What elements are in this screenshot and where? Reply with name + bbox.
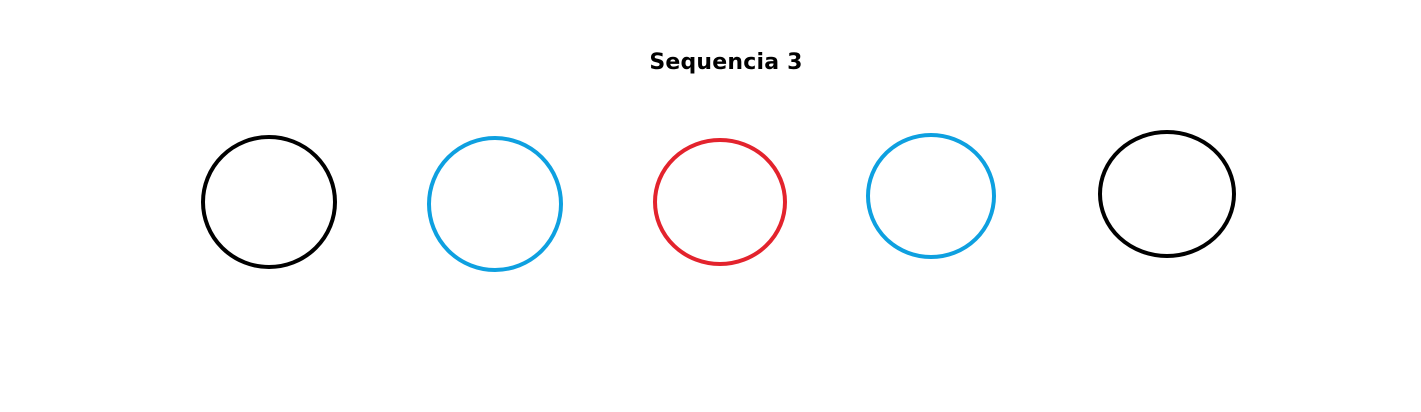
circle-4 [866, 133, 996, 259]
circle-1 [201, 135, 337, 269]
circle-5 [1098, 130, 1236, 258]
page-title: Sequencia 3 [649, 50, 803, 75]
circle-2 [427, 136, 563, 272]
circle-3 [653, 138, 787, 266]
